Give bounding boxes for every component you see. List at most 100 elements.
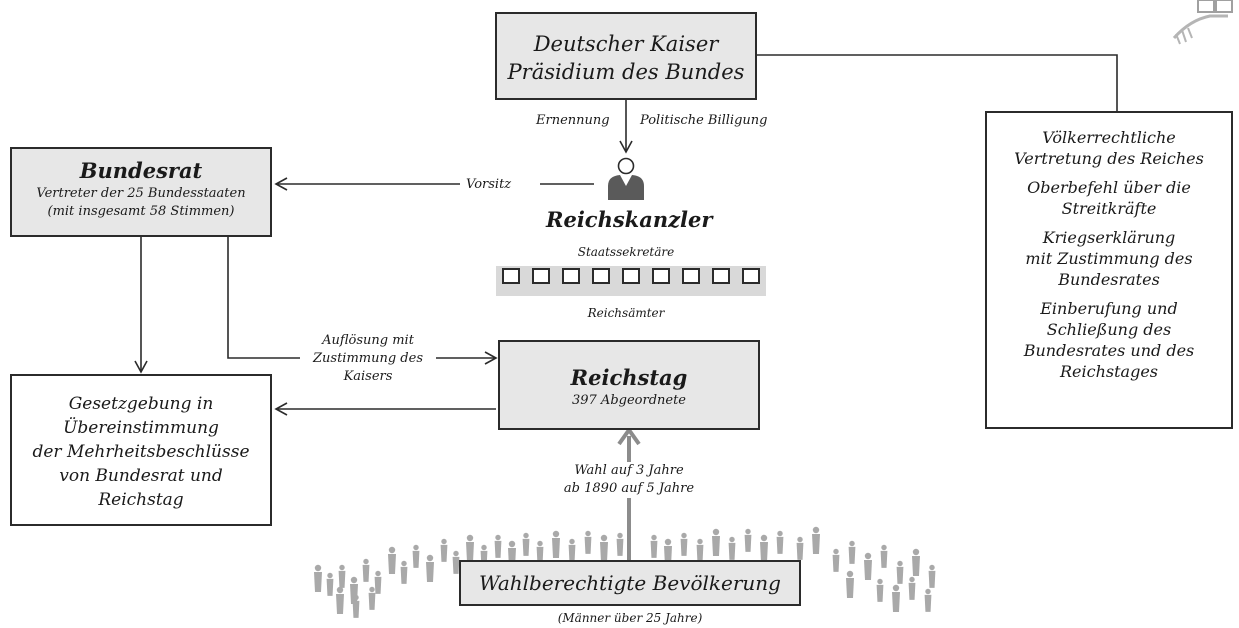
reichsamt-office (496, 266, 526, 296)
power-2-line-1: Oberbefehl über die (1027, 178, 1191, 197)
reichsamt-office (676, 266, 706, 296)
power-3-line-3: Bundesrates (1058, 270, 1160, 289)
crowd-person-icon (848, 540, 856, 564)
power-2-line-2: Streitkräfte (1061, 199, 1157, 218)
crowd-person-icon (760, 534, 768, 562)
crowd-person-icon (892, 584, 900, 612)
crowd-person-icon (338, 564, 346, 588)
crowd-person-icon (440, 538, 448, 562)
office-square-icon (622, 268, 640, 284)
reichsamt-office (616, 266, 646, 296)
staatssekretaere-label: Staatssekretäre (577, 245, 675, 259)
crowd-person-icon (696, 538, 704, 562)
kaiser-box: Deutscher Kaiser Präsidium des Bundes (495, 12, 757, 100)
bundesrat-line1: Vertreter der 25 Bundesstaaten (36, 186, 246, 201)
label-wahl: Wahl auf 3 Jahre ab 1890 auf 5 Jahre (556, 462, 702, 498)
crowd-person-icon (362, 558, 370, 582)
power-4-line-3: Bundesrates und des (1023, 341, 1195, 360)
aufloesung-line-1: Auflösung mit (322, 333, 414, 348)
label-billigung: Politische Billigung (640, 113, 768, 128)
power-3-line-1: Kriegserklärung (1042, 228, 1176, 247)
bevoelkerung-box: Wahlberechtigte Bevölkerung (459, 560, 801, 606)
crowd-person-icon (314, 564, 322, 592)
kaiser-powers-box: Völkerrechtliche Vertretung des Reiches … (985, 111, 1233, 429)
power-4: Einberufung und Schließung des Bundesrat… (987, 298, 1231, 382)
reichsamt-office (526, 266, 556, 296)
crowd-person-icon (368, 586, 376, 610)
crowd-person-icon (522, 532, 530, 556)
crowd-person-icon (336, 586, 344, 614)
crowd-person-icon (728, 536, 736, 560)
crowd-person-icon (712, 528, 720, 556)
crowd-person-icon (616, 532, 624, 556)
office-square-icon (502, 268, 520, 284)
reichstag-title: Reichstag (570, 365, 688, 390)
crowd-person-icon (928, 564, 936, 588)
crowd-person-icon (776, 530, 784, 554)
wahl-line-2: ab 1890 auf 5 Jahre (563, 481, 695, 496)
bundesrat-line2: (mit insgesamt 58 Stimmen) (47, 204, 235, 219)
office-square-icon (652, 268, 670, 284)
reichsamt-office (646, 266, 676, 296)
power-3: Kriegserklärung mit Zustimmung des Bunde… (987, 227, 1231, 290)
power-1-line-1: Völkerrechtliche (1042, 128, 1176, 147)
reichsamt-office (736, 266, 766, 296)
crowd-person-icon (466, 534, 474, 562)
power-3-line-2: mit Zustimmung des (1025, 249, 1193, 268)
reichsamt-office (586, 266, 616, 296)
reichstag-subtitle: 397 Abgeordnete (571, 393, 687, 408)
reichsamt-office (556, 266, 586, 296)
wahl-line-1: Wahl auf 3 Jahre (574, 463, 684, 478)
crowd-person-icon (412, 544, 420, 568)
crowd-person-icon (400, 560, 408, 584)
kaiser-subtitle: Präsidium des Bundes (507, 60, 745, 84)
crowd-person-icon (680, 532, 688, 556)
crowd-person-icon (426, 554, 434, 582)
crowd-person-icon (600, 534, 608, 562)
aufloesung-line-3: Kaisers (343, 369, 393, 384)
crowd-person-icon (536, 540, 544, 564)
crowd-person-icon (908, 576, 916, 600)
power-2: Oberbefehl über die Streitkräfte (987, 177, 1231, 219)
gesetzgebung-box: Gesetzgebung in Übereinstimmung der Mehr… (10, 374, 272, 526)
crowd-person-icon (896, 560, 904, 584)
power-4-line-4: Reichstages (1060, 362, 1158, 381)
crowd-person-icon (744, 528, 752, 552)
power-4-line-1: Einberufung und (1040, 299, 1178, 318)
reichsamt-office (706, 266, 736, 296)
reichsaemter-row (496, 262, 766, 296)
crowd-person-icon (912, 548, 920, 576)
office-square-icon (712, 268, 730, 284)
aufloesung-line-2: Zustimmung des (313, 351, 423, 366)
crowd-person-icon (326, 572, 334, 596)
bundesrat-box: Bundesrat Vertreter der 25 Bundesstaaten… (10, 147, 272, 237)
bevoelkerung-note: (Männer über 25 Jahre) (557, 611, 703, 625)
crowd-person-icon (880, 544, 888, 568)
crowd-person-icon (924, 588, 932, 612)
gesetz-line-1: Gesetzgebung in (68, 394, 214, 414)
reichstag-box: Reichstag 397 Abgeordnete (498, 340, 760, 430)
label-aufloesung: Auflösung mit Zustimmung des Kaisers (300, 332, 436, 386)
power-1-line-2: Vertretung des Reiches (1014, 149, 1204, 168)
crowd-person-icon (584, 530, 592, 554)
gesetz-line-5: Reichstag (98, 490, 184, 510)
crowd-person-icon (796, 536, 804, 560)
office-square-icon (682, 268, 700, 284)
corner-logo-icon (1172, 0, 1233, 45)
power-4-line-2: Schließung des (1046, 320, 1172, 339)
crowd-person-icon (812, 526, 820, 554)
label-vorsitz: Vorsitz (466, 177, 512, 192)
office-square-icon (532, 268, 550, 284)
crowd-person-icon (494, 534, 502, 558)
gesetz-line-4: von Bundesrat und (59, 466, 223, 486)
power-1: Völkerrechtliche Vertretung des Reiches (987, 127, 1231, 169)
crowd-person-icon (832, 548, 840, 572)
kanzler-person-icon (608, 157, 644, 200)
office-square-icon (562, 268, 580, 284)
bundesrat-title: Bundesrat (79, 158, 203, 183)
gesetz-line-3: der Mehrheitsbeschlüsse (32, 442, 250, 462)
crowd-person-icon (568, 538, 576, 562)
line-kaiser-to-powers (757, 54, 1118, 111)
gesetz-line-2: Übereinstimmung (63, 418, 219, 438)
